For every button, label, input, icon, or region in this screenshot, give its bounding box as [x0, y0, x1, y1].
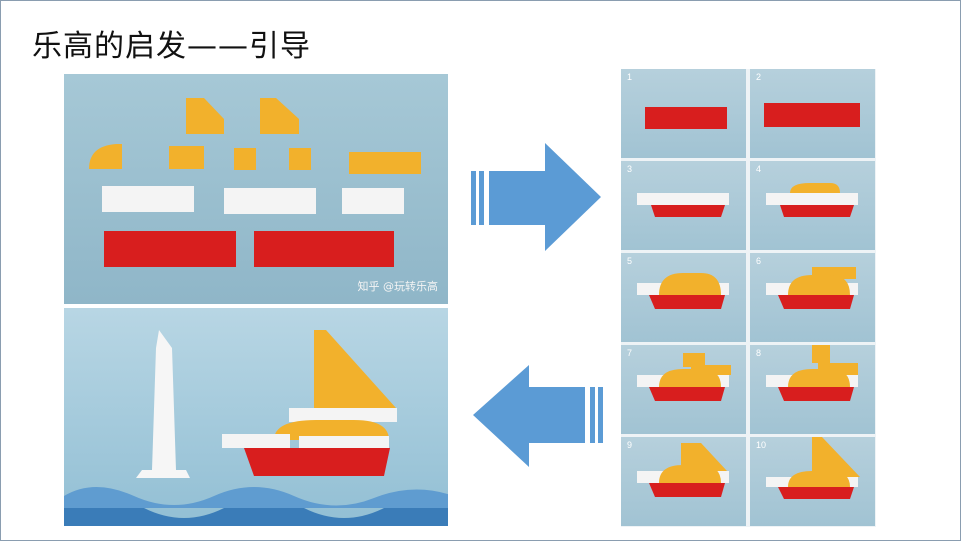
step-tile-4: 4: [750, 161, 875, 250]
step-tile-6: 6: [750, 253, 875, 342]
scene-illustration: [64, 330, 448, 526]
step-number: 1: [627, 72, 633, 82]
step-number: 4: [756, 164, 762, 174]
step-tile-1: 1: [621, 69, 746, 158]
step-number: 10: [756, 440, 767, 450]
build-steps-grid: 1 2 3 4 5 6 7 8: [621, 69, 876, 527]
step-tile-9: 9: [621, 437, 746, 526]
step-number: 8: [756, 348, 762, 358]
step-number: 9: [627, 440, 633, 450]
step-tile-3: 3: [621, 161, 746, 250]
step-number: 5: [627, 256, 633, 266]
step-tile-2: 2: [750, 69, 875, 158]
step-tile-8: 8: [750, 345, 875, 434]
slide-title: 乐高的启发——引导: [32, 29, 311, 64]
step-number: 7: [627, 348, 633, 358]
bricks-illustration: [89, 98, 421, 267]
step-tile-5: 5: [621, 253, 746, 342]
photo-watermark: 知乎 @玩转乐高: [357, 280, 439, 293]
left-arrow-icon: [473, 365, 603, 467]
bricks-photo: 知乎 @玩转乐高: [64, 74, 448, 304]
step-number: 3: [627, 164, 633, 174]
step-number: 6: [756, 256, 762, 266]
scene-photo: [64, 308, 448, 526]
step-tile-10: 10: [750, 437, 875, 526]
right-arrow-icon: [471, 143, 601, 251]
step-number: 2: [756, 72, 762, 82]
step-tile-7: 7: [621, 345, 746, 434]
